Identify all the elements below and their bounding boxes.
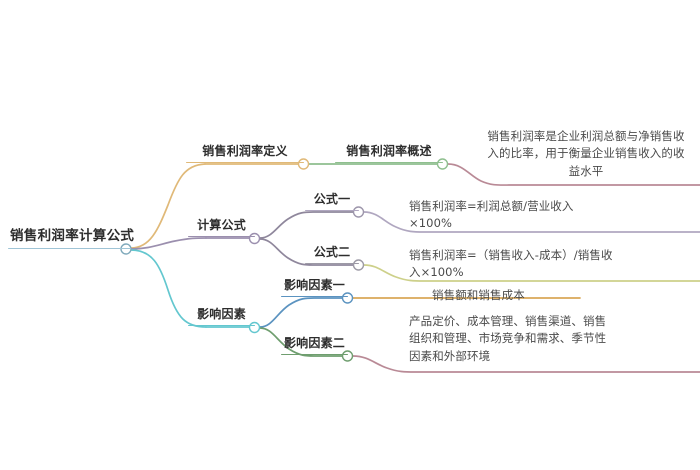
node-formula-one-rule: [305, 209, 359, 212]
node-formula-rule: [188, 235, 255, 238]
node-overview[interactable]: 销售利润率概述: [335, 144, 443, 164]
node-formula-two-text[interactable]: 销售利润率=（销售收入-成本）/销售收入×100%: [407, 247, 617, 284]
node-factor-two-text-label: 产品定价、成本管理、销售渠道、销售组织和管理、市场竞争和需求、季节性因素和外部环…: [409, 314, 607, 363]
node-formula[interactable]: 计算公式: [188, 218, 255, 238]
node-formula-two-label: 公式二: [313, 245, 351, 259]
node-overview-rule: [335, 161, 443, 164]
node-formula-one-text[interactable]: 销售利润率=利润总额/营业收入×100%: [407, 198, 617, 235]
node-factor-one[interactable]: 影响因素一: [281, 278, 348, 298]
node-factor-one-label: 影响因素一: [283, 278, 345, 292]
node-factor-one-text[interactable]: 销售额和销售成本: [430, 287, 620, 306]
node-factor-two[interactable]: 影响因素二: [281, 336, 348, 356]
node-formula-one-text-label: 销售利润率=利润总额/营业收入×100%: [409, 199, 574, 231]
node-factor-two-label: 影响因素二: [283, 336, 345, 350]
node-definition-label: 销售利润率定义: [202, 144, 288, 158]
node-factor-one-rule: [281, 295, 348, 298]
node-factor-two-text[interactable]: 产品定价、成本管理、销售渠道、销售组织和管理、市场竞争和需求、季节性因素和外部环…: [407, 313, 610, 367]
node-formula-one-label: 公式一: [313, 192, 351, 206]
node-overview-label: 销售利润率概述: [346, 144, 432, 158]
node-factor-one-text-label: 销售额和销售成本: [432, 288, 525, 302]
node-formula-one[interactable]: 公式一: [305, 192, 359, 212]
node-overview-description-label: 销售利润率是企业利润总额与净销售收入的比率，用于衡量企业销售收入的收益水平: [487, 129, 685, 178]
node-overview-description[interactable]: 销售利润率是企业利润总额与净销售收入的比率，用于衡量企业销售收入的收益水平: [483, 128, 689, 182]
node-root-rule: [8, 247, 131, 250]
node-definition-rule: [186, 161, 304, 164]
edge-root-to-formula: [130, 237, 207, 250]
node-factors-label: 影响因素: [197, 307, 246, 321]
node-factors[interactable]: 影响因素: [188, 307, 255, 327]
node-formula-two[interactable]: 公式二: [305, 245, 359, 265]
node-formula-two-text-label: 销售利润率=（销售收入-成本）/销售收入×100%: [409, 248, 613, 280]
node-formula-two-rule: [305, 262, 359, 265]
node-factor-two-rule: [281, 353, 348, 356]
node-formula-label: 计算公式: [197, 218, 246, 232]
node-factors-rule: [188, 324, 255, 327]
node-root-label: 销售利润率计算公式: [10, 228, 135, 244]
edge-factors-to-factor-one: [259, 297, 343, 328]
edge-formula-to-formula-one: [259, 211, 354, 239]
node-definition[interactable]: 销售利润率定义: [186, 144, 304, 164]
node-root[interactable]: 销售利润率计算公式: [8, 228, 135, 250]
